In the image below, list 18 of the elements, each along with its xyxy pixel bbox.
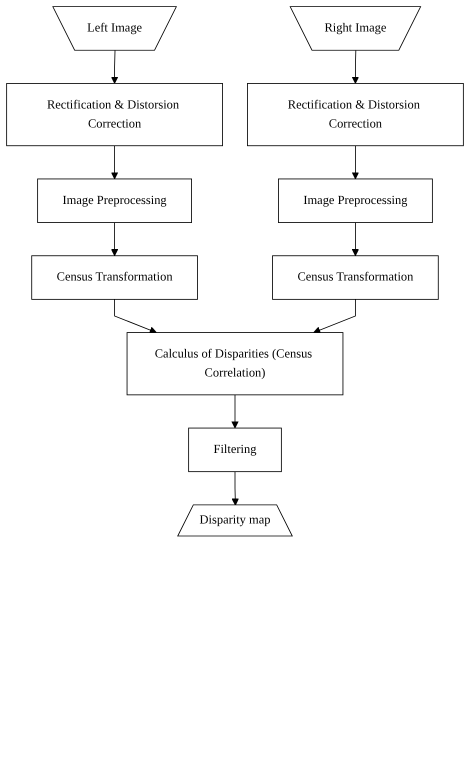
node-box: Rectification & Distorsion Correction	[6, 83, 223, 146]
arrow	[313, 298, 356, 334]
node-box: Image Preprocessing	[37, 178, 192, 223]
node-box: Image Preprocessing	[278, 178, 433, 223]
arrow	[110, 222, 118, 256]
node-box: Census Transformation	[31, 255, 198, 300]
arrow	[352, 222, 360, 256]
arrow	[110, 50, 118, 84]
node-box: Census Transformation	[272, 255, 439, 300]
node-box: Filtering	[188, 428, 282, 472]
arrow	[352, 50, 360, 84]
arrow	[231, 394, 239, 428]
node-box: Rectification & Distorsion Correction	[247, 83, 464, 146]
arrow	[110, 145, 118, 180]
arrow	[352, 145, 360, 180]
node-box: Calculus of Disparities (Census Correlation)	[126, 332, 344, 396]
arrow	[232, 471, 239, 506]
arrow	[114, 298, 157, 334]
